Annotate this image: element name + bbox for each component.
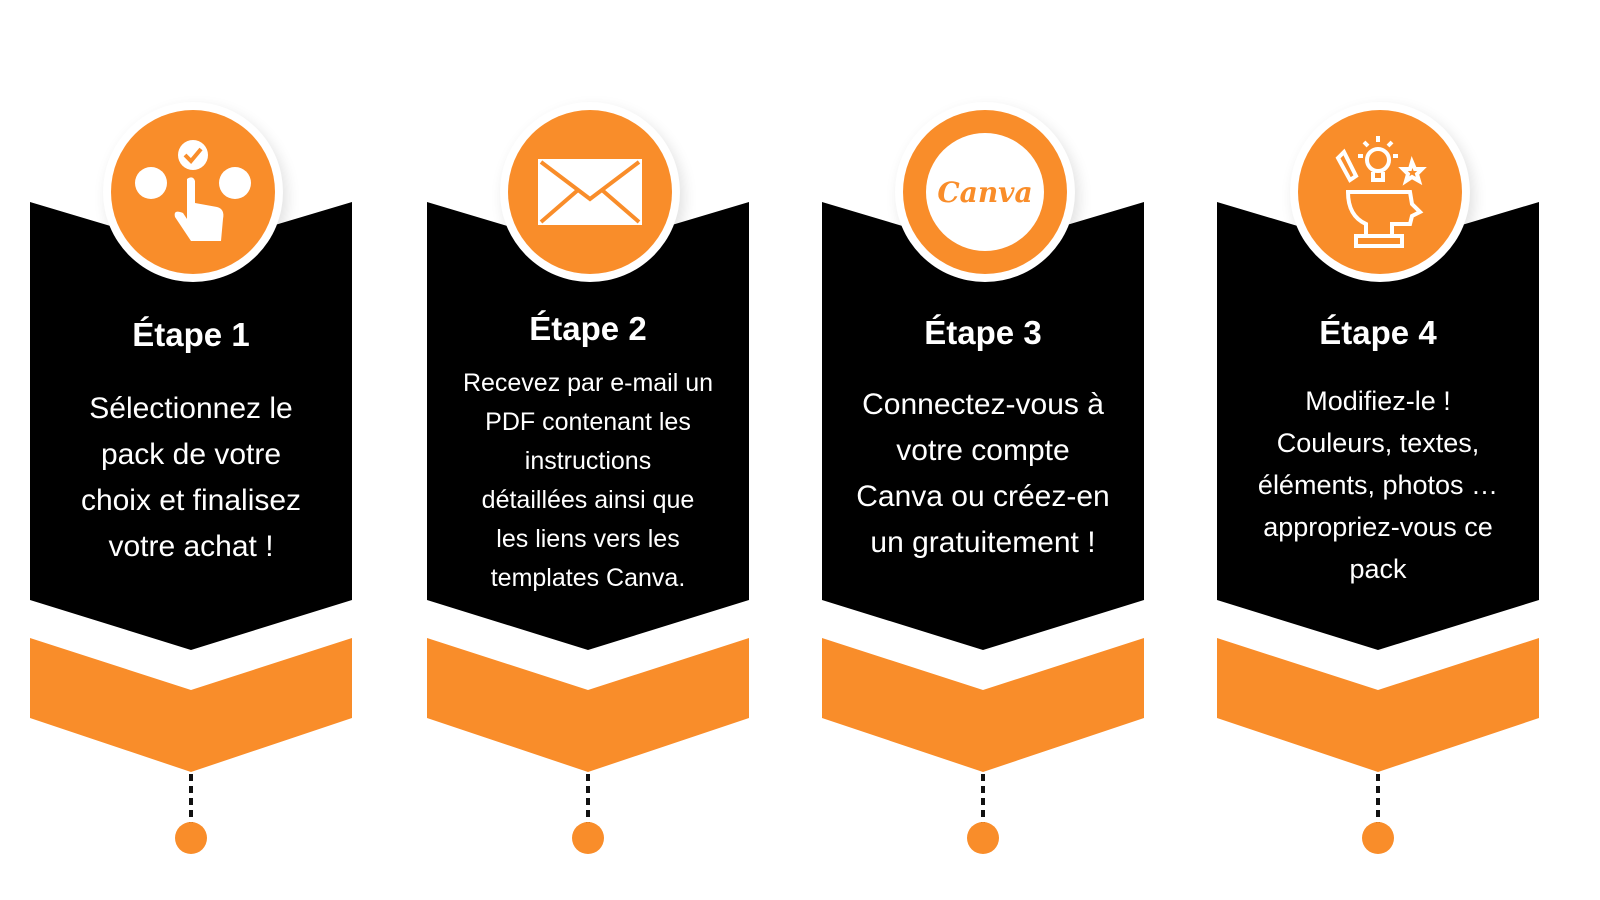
- desc-line: pack: [1349, 554, 1407, 584]
- canva-logo-icon: Canva: [926, 133, 1044, 251]
- icon-badge: [103, 102, 283, 282]
- desc-line: Modifiez-le !: [1305, 386, 1451, 416]
- desc-line: Recevez par e-mail un: [462, 369, 714, 397]
- canva-logo-text: Canva: [937, 175, 1033, 209]
- orange-chevron: [822, 638, 1144, 772]
- desc-line: votre achat !: [108, 530, 274, 563]
- black-chevron: [427, 202, 749, 650]
- desc-line: votre compte: [896, 434, 1070, 467]
- step-card-4: Étape 4 Modifiez-le ! Couleurs, textes, …: [1217, 0, 1539, 900]
- desc-line: pack de votre: [100, 438, 282, 471]
- icon-badge: Canva: [895, 102, 1075, 282]
- step-shape: [822, 202, 1144, 854]
- step-card-3: Canva Étape 3 Connectez-vous à votre com…: [822, 0, 1144, 900]
- step-title: Étape 1: [132, 316, 250, 353]
- black-chevron: [30, 202, 352, 650]
- desc-line: Connectez-vous à: [862, 388, 1104, 421]
- orange-chevron: [1217, 638, 1539, 772]
- desc-line: templates Canva.: [490, 564, 686, 592]
- desc-line: PDF contenant les: [485, 408, 691, 436]
- step-description: Sélectionnez le pack de votre choix et f…: [46, 386, 336, 570]
- hand-select-icon: [135, 140, 251, 241]
- step-description: Connectez-vous à votre compte Canva ou c…: [828, 382, 1138, 566]
- desc-line: un gratuitement !: [870, 526, 1096, 559]
- step-shape: [30, 202, 352, 854]
- creative-mind-icon: [1335, 136, 1427, 248]
- black-chevron: [822, 202, 1144, 650]
- desc-line: éléments, photos …: [1257, 470, 1499, 500]
- icon-badge: [1290, 102, 1470, 282]
- timeline-dot: [967, 822, 999, 854]
- desc-line: instructions: [524, 447, 652, 475]
- step-description: Modifiez-le ! Couleurs, textes, éléments…: [1223, 380, 1533, 590]
- orange-chevron: [30, 638, 352, 772]
- step-title: Étape 2: [529, 310, 647, 347]
- desc-line: les liens vers les: [496, 525, 680, 553]
- desc-line: Canva ou créez-en: [856, 480, 1110, 513]
- desc-line: Couleurs, textes,: [1276, 428, 1480, 458]
- step-title: Étape 4: [1319, 314, 1437, 351]
- icon-badge: [500, 102, 680, 282]
- step-card-1: Étape 1 Sélectionnez le pack de votre ch…: [30, 0, 352, 900]
- desc-line: choix et finalisez: [80, 484, 302, 517]
- envelope-icon: [538, 159, 642, 225]
- timeline-dot: [1362, 822, 1394, 854]
- desc-line: détaillées ainsi que: [481, 486, 695, 514]
- timeline-dot: [572, 822, 604, 854]
- step-shape: [427, 202, 749, 854]
- timeline-dot: [175, 822, 207, 854]
- desc-line: Sélectionnez le: [89, 392, 293, 425]
- orange-chevron: [427, 638, 749, 772]
- step-description: Recevez par e-mail un PDF contenant les …: [433, 364, 743, 598]
- black-chevron: [1217, 202, 1539, 650]
- step-title: Étape 3: [924, 314, 1042, 351]
- desc-line: appropriez-vous ce: [1263, 512, 1493, 542]
- step-card-2: Étape 2 Recevez par e-mail un PDF conten…: [427, 0, 749, 900]
- step-shape: [1217, 202, 1539, 854]
